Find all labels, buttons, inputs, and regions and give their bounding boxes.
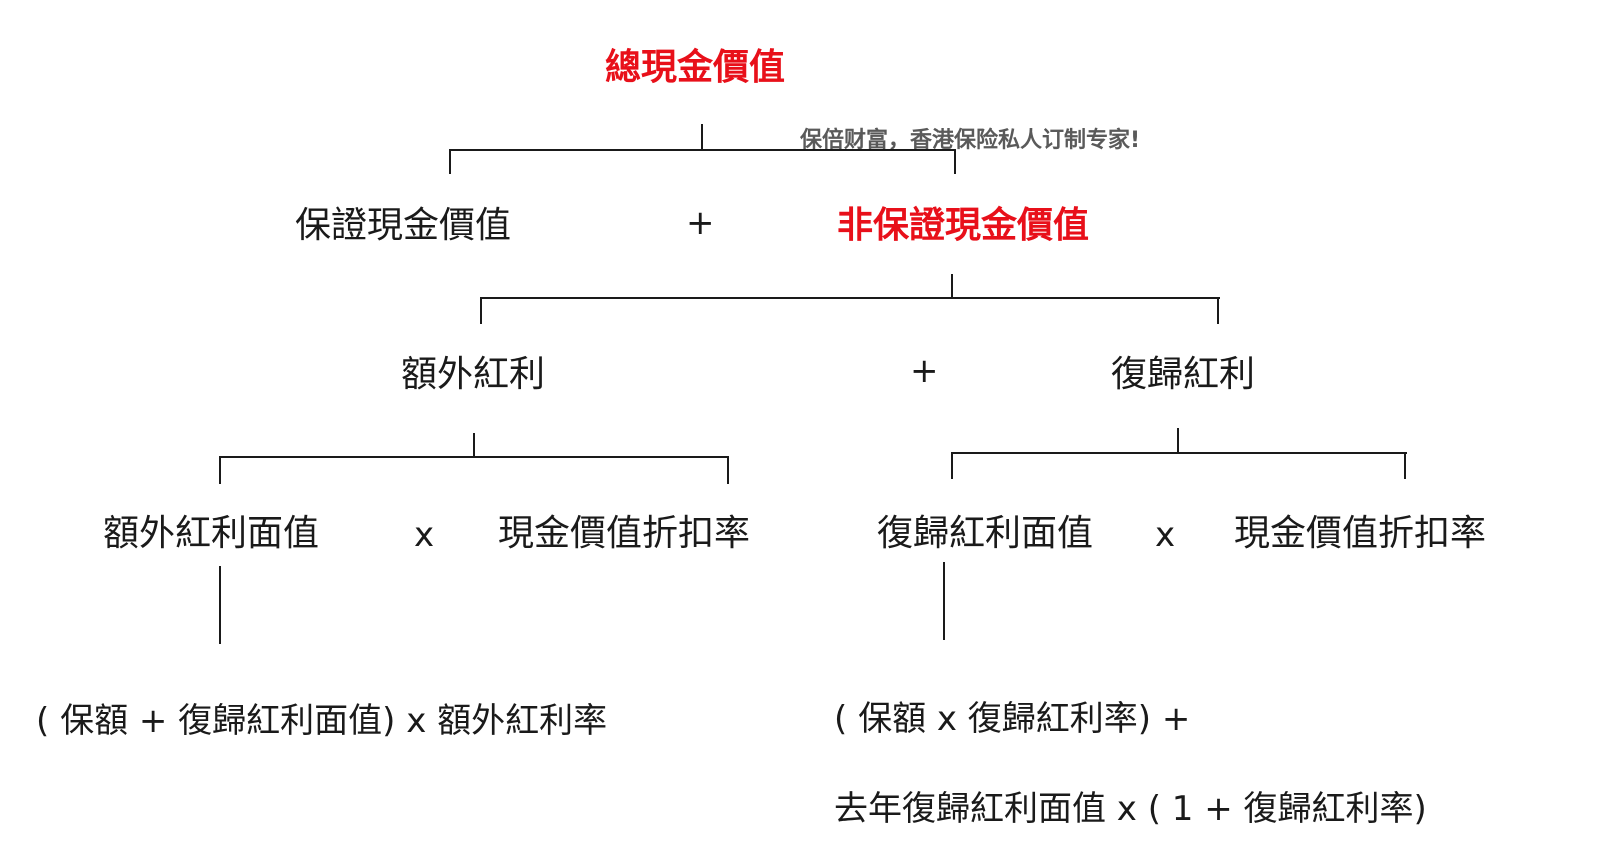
connector-rev-left-drop (951, 452, 953, 479)
formula-extra-bonus-face-value: ( 保額 + 復歸紅利面值) x 額外紅利率 (36, 701, 608, 741)
node-extra-bonus-face-value: 額外紅利面值 (103, 513, 320, 554)
node-reversionary-bonus: 復歸紅利 (1111, 354, 1256, 395)
connector-ng-left-drop (480, 297, 482, 324)
node-cash-value-discount-rate-left: 現金價值折扣率 (498, 513, 751, 554)
connector-root-stem (701, 124, 703, 150)
formula-reversionary-line1: ( 保額 x 復歸紅利率) + (834, 699, 1191, 739)
operator-plus-level1: + (686, 203, 715, 243)
node-extra-bonus: 額外紅利 (401, 354, 546, 395)
connector-formula-left (219, 566, 221, 644)
node-cash-value-discount-rate-right: 現金價值折扣率 (1234, 513, 1487, 554)
node-reversionary-bonus-face-value: 復歸紅利面值 (877, 513, 1094, 554)
formula-reversionary-line2: 去年復歸紅利面值 x ( 1 + 復歸紅利率) (834, 789, 1427, 829)
connector-extra-bar (219, 456, 729, 458)
connector-rev-right-drop (1404, 452, 1406, 479)
connector-root-right-drop (954, 149, 956, 174)
watermark-text: 保倍财富，香港保险私人订制专家! (800, 128, 1141, 153)
connector-extra-stem (473, 433, 475, 457)
connector-root-bar (449, 149, 956, 151)
connector-ng-bar (480, 297, 1220, 299)
node-total-cash-value: 總現金價值 (605, 47, 786, 88)
connector-root-left-drop (449, 149, 451, 174)
node-non-guaranteed-cash-value: 非保證現金價值 (837, 205, 1090, 246)
operator-times-left: x (414, 515, 435, 555)
connector-formula-right (943, 562, 945, 640)
connector-extra-right-drop (727, 456, 729, 484)
connector-ng-right-drop (1217, 297, 1219, 324)
node-guaranteed-cash-value: 保證現金價值 (295, 205, 512, 246)
connector-ng-stem (951, 274, 953, 298)
operator-times-right: x (1155, 515, 1176, 555)
connector-rev-stem (1177, 428, 1179, 453)
operator-plus-level2: + (910, 351, 939, 391)
connector-extra-left-drop (219, 456, 221, 484)
connector-rev-bar (951, 452, 1407, 454)
